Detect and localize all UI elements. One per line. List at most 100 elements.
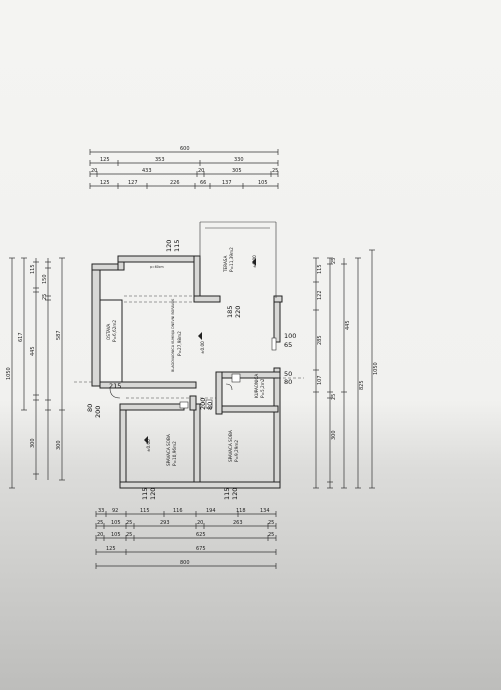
top-row3-a: 125 (100, 180, 110, 186)
bottom-row1-c: 115 (140, 508, 150, 514)
left-dimension-chains: 1050 617 115 445 300 150 25 587 300 (6, 257, 65, 489)
bottom-row2-c: 25 (126, 520, 132, 526)
top-total-label: 600 (180, 146, 190, 152)
bottom-row1-g: 134 (260, 508, 270, 514)
top-row3-b: 127 (128, 180, 138, 186)
bedroom1-area: P=10,96m2 (172, 441, 177, 466)
bedroom2-name: SPAVACA SOBA (228, 430, 233, 462)
label-80b: 80 (86, 404, 94, 412)
left-mid-a: 587 (56, 330, 62, 340)
label-115-top: 115 (173, 240, 181, 252)
left-inner-e: 25 (42, 294, 48, 300)
label-200: 200 (94, 406, 102, 418)
top-row2-b: 433 (142, 168, 152, 174)
top-row3-e: 137 (222, 180, 232, 186)
top-row3-c: 226 (170, 180, 180, 186)
top-row1-c: 330 (234, 157, 244, 163)
right-inner-c: 285 (317, 335, 323, 345)
label-120-top: 120 (165, 240, 173, 252)
bottom-row2-b: 105 (111, 520, 121, 526)
right-mid-b: 1050 (373, 362, 379, 375)
bottom-row1-a: 33 (98, 508, 104, 514)
label-200b: 200 (199, 398, 207, 410)
terrace-name: TERASA (223, 255, 228, 273)
bottom-row2-f: 263 (233, 520, 243, 526)
bottom-row1-b: 92 (112, 508, 118, 514)
label-115-bottom2: 115 (223, 488, 231, 500)
label-100: 100 (284, 332, 296, 340)
right-dimension-chains: 115 122 285 107 25 25 300 445 825 1050 (313, 249, 379, 489)
openings (109, 337, 277, 409)
top-row3-d: 66 (200, 180, 206, 186)
top-row2-e: 25 (272, 168, 278, 174)
bottom-row1-d: 116 (173, 508, 183, 514)
label-115-bottom: 115 (141, 488, 149, 500)
bottom-row2-a: 25 (97, 520, 103, 526)
label-215: 215 (109, 382, 121, 390)
wall-labels: 120 115 185 220 100 65 50 80 215 80 200 … (86, 240, 296, 500)
pantry-area: P=6,62m2 (112, 320, 117, 342)
bottom-row3-b: 105 (111, 532, 121, 538)
right-inner-e: 25 (331, 258, 337, 264)
left-inner-b: 445 (30, 346, 36, 356)
top-row2-a: 20 (91, 168, 97, 174)
left-mid-b: 300 (56, 440, 62, 450)
living-level: ±0.00 (200, 341, 205, 354)
bedroom1-level: ±0.00 (146, 439, 151, 452)
right-inner-d: 107 (317, 375, 323, 385)
right-mid-a: 825 (359, 380, 365, 390)
living-name: BLAGOVAONICA KUHINJA DNEVNI BORAVAK (171, 298, 175, 372)
small-label: p=60cm (150, 265, 164, 269)
top-dimension-chains: 600 125 353 330 20 433 20 305 25 125 127… (89, 146, 278, 189)
top-row1-a: 125 (100, 157, 110, 163)
top-row2-c: 20 (198, 168, 204, 174)
right-inner-a: 115 (317, 264, 323, 274)
bottom-row3-e: 25 (268, 532, 274, 538)
terrace-area: P=11,39m2 (229, 247, 234, 272)
label-50: 50 (284, 370, 292, 378)
right-inner-g: 300 (331, 430, 337, 440)
left-inner-a: 115 (30, 264, 36, 274)
bath-area: P=5,2m2 (260, 378, 265, 398)
top-row2-d: 305 (232, 168, 242, 174)
bottom-row4-b: 675 (196, 546, 206, 552)
bottom-row3-c: 25 (126, 532, 132, 538)
bottom-row1-f: 118 (236, 508, 246, 514)
bottom-row2-d: 293 (160, 520, 170, 526)
bottom-row3-d: 625 (196, 532, 206, 538)
label-80a: 80 (284, 378, 292, 386)
bedroom1-name: SPAVACA SOBA (166, 434, 171, 466)
bottom-row2-g: 25 (268, 520, 274, 526)
bottom-row2-e: 20 (197, 520, 203, 526)
top-row3-f: 105 (258, 180, 268, 186)
label-65: 65 (284, 341, 292, 349)
pantry-name: OSTAVA (106, 324, 111, 340)
dashed-lines (74, 295, 304, 399)
terrace-outline (199, 221, 277, 298)
room-labels: TERASA P=11,39m2 ±0.00 BLAGOVAONICA KUHI… (106, 247, 265, 466)
bottom-dimension-chains: 33 92 115 116 194 118 134 25 105 25 293 … (95, 508, 277, 569)
label-80c: 80 (206, 402, 214, 410)
right-inner-h: 445 (345, 320, 351, 330)
left-outer-total: 1050 (6, 367, 12, 380)
level-markers (144, 258, 256, 444)
top-row1-b: 353 (155, 157, 165, 163)
walls (91, 255, 283, 489)
label-120-bottom: 120 (149, 488, 157, 500)
bedroom2-area: P=9,29m2 (234, 440, 239, 462)
left-outer-part: 617 (18, 332, 24, 342)
bath-name: KUPAONICA (254, 374, 259, 398)
label-120-bottom2: 120 (231, 488, 239, 500)
label-185: 185 (226, 306, 234, 318)
label-220: 220 (234, 306, 242, 318)
bottom-row4-a: 125 (106, 546, 116, 552)
bottom-total-label: 800 (180, 560, 190, 566)
bottom-row1-e: 194 (206, 508, 216, 514)
left-inner-c: 300 (30, 438, 36, 448)
right-inner-f: 25 (331, 394, 337, 400)
bottom-row3-a: 20 (97, 532, 103, 538)
right-inner-b: 122 (317, 290, 323, 300)
left-inner-d: 150 (42, 274, 48, 284)
living-area: P=27,98m2 (177, 331, 182, 356)
